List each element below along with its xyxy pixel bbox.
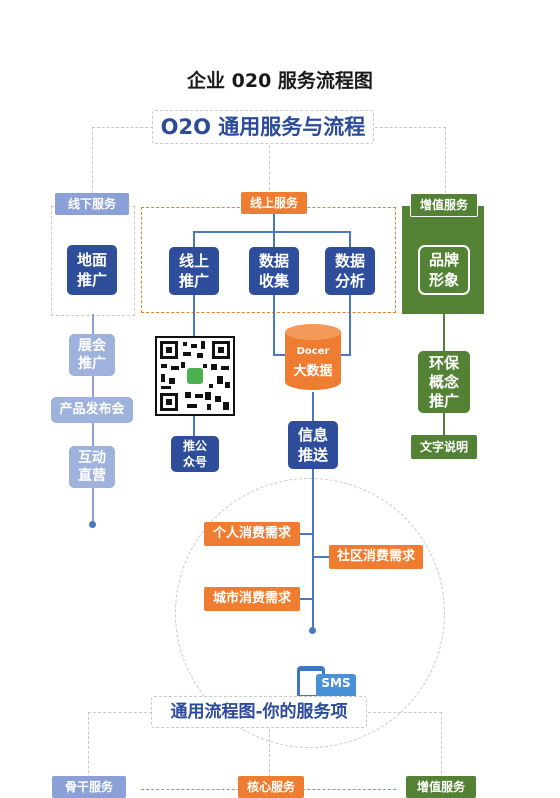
docer-label: Docer [296, 346, 330, 357]
personal-demand-node: 个人消费需求 [204, 522, 300, 546]
online-service-tag: 线上服务 [241, 192, 307, 214]
wechat-account-node: 推公 众号 [171, 436, 219, 472]
value-service-tag-2: 增值服务 [406, 776, 476, 798]
qr-code-icon [155, 336, 235, 416]
community-demand-node: 社区消费需求 [329, 545, 423, 569]
info-push-node: 信息 推送 [288, 421, 338, 469]
connector-dashed [368, 712, 442, 783]
end-dot [89, 521, 96, 528]
connector-dashed [92, 127, 153, 198]
online-node-promotion: 线上 推广 [169, 247, 219, 295]
connector-dashed [88, 712, 152, 783]
connector-dashed [269, 729, 270, 777]
section2-header: 通用流程图-你的服务项 [151, 696, 367, 728]
expo-promotion-node: 展会 推广 [69, 334, 115, 376]
offline-main-node: 地面 推广 [67, 245, 117, 295]
core-service-tag: 核心服务 [238, 776, 304, 798]
direct-sales-node: 互动 直营 [69, 446, 115, 488]
end-dot [309, 627, 316, 634]
value-service-tag: 增值服务 [410, 193, 478, 217]
section-header: O2O 通用服务与流程 [152, 110, 374, 144]
demand-circle [175, 478, 445, 748]
brand-image-node: 品牌 形象 [418, 245, 470, 295]
online-node-data-collect: 数据 收集 [249, 247, 299, 295]
offline-service-tag: 线下服务 [55, 193, 129, 215]
page-title: 企业 020 服务流程图 [187, 70, 373, 92]
city-demand-node: 城市消费需求 [204, 587, 300, 611]
backbone-service-tag: 骨干服务 [52, 776, 126, 798]
docer-database-icon [285, 324, 341, 392]
connector-dashed [375, 127, 446, 198]
big-data-label: 大数据 [293, 364, 333, 379]
eco-concept-node: 环保 概念 推广 [418, 351, 470, 413]
product-launch-node: 产品发布会 [51, 397, 133, 423]
connector-dashed [269, 145, 270, 190]
text-note-node: 文字说明 [411, 435, 477, 459]
online-node-data-analysis: 数据 分析 [325, 247, 375, 295]
sms-label: SMS [321, 676, 351, 690]
